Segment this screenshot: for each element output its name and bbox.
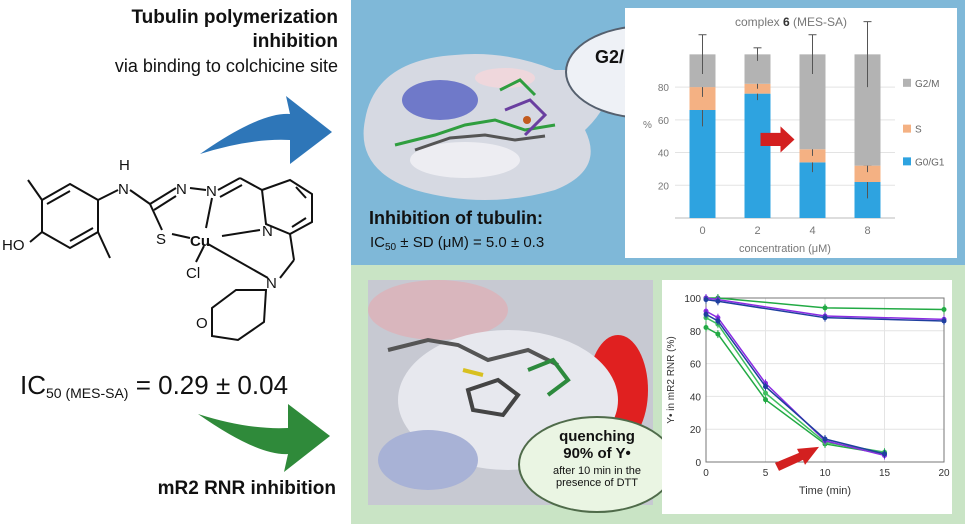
line-ytick-label: 80	[690, 327, 702, 338]
atom-o-morpholine: O	[196, 315, 208, 332]
bar-segment-s	[689, 87, 716, 110]
colchicine-subtitle: via binding to colchicine site	[114, 56, 338, 76]
bar-legend-label: S	[915, 125, 922, 136]
bar-category-label: 2	[754, 225, 760, 237]
line-plot-frame	[705, 297, 945, 463]
line-series	[705, 297, 945, 321]
molecule-structure: N H N N S Cu N HO Cl N O	[2, 157, 313, 342]
quenching-line2: 90% of Y•	[563, 445, 631, 462]
atom-s: S	[156, 231, 166, 248]
atom-nh-n: N	[118, 181, 129, 198]
tub-ic50-sub: 50	[385, 242, 397, 253]
tubulin-title-line2: inhibition	[252, 31, 338, 52]
tubulin-title-line1: Tubulin polymerization	[131, 7, 338, 28]
atom-n-pyridine: N	[262, 223, 273, 240]
line-ytick-label: 60	[690, 360, 702, 371]
line-ytick-label: 20	[690, 425, 702, 436]
rnr-inhibition-label: mR2 RNR inhibition	[157, 478, 336, 499]
bar-ylabel: %	[643, 120, 652, 131]
line-xtick-label: 10	[819, 468, 831, 479]
ic50-value: = 0.29 ± 0.04	[135, 370, 289, 400]
line-xtick-label: 5	[763, 468, 769, 479]
blue-arrow	[200, 96, 332, 164]
atom-n1: N	[176, 181, 187, 198]
line-series	[705, 298, 945, 322]
line-series	[705, 310, 885, 457]
ic50-mes-sa: IC50 (MES-SA) = 0.29 ± 0.04	[20, 370, 288, 401]
ic50-sub-50: 50	[46, 385, 62, 401]
cell-cycle-bar-svg: complex 6 (MES-SA)20406080%concentration…	[643, 15, 945, 255]
atom-n2: N	[206, 183, 217, 200]
red-arrow-bar	[760, 126, 795, 153]
bar-category-label: 8	[864, 225, 870, 237]
quenching-line1: quenching	[559, 428, 635, 445]
bar-category-label: 0	[699, 225, 705, 237]
bar-ytick-label: 20	[658, 181, 670, 192]
atom-cu: Cu	[190, 233, 210, 250]
line-xtick-label: 0	[703, 468, 709, 479]
bar-segment-s	[854, 165, 881, 182]
tub-ic50-rest: ± SD (μM) = 5.0 ± 0.3	[396, 234, 545, 251]
atom-ho: HO	[2, 237, 25, 254]
rnr-docking-image	[368, 280, 653, 505]
line-ytick-label: 0	[695, 458, 701, 469]
ic50-sub-cellline: (MES-SA)	[65, 385, 129, 401]
bar-legend-swatch	[903, 124, 911, 133]
bar-segment-g0g1	[689, 110, 716, 218]
line-xlabel: Time (min)	[799, 485, 851, 497]
line-xtick-label: 20	[938, 468, 950, 479]
bar-legend-swatch	[903, 157, 911, 166]
rnr-time-chart: 0 5 10 15 20 0 20 40 60 80 100 Y• in mR2 RNR (%) Tim…	[662, 280, 952, 514]
line-series	[706, 297, 945, 311]
green-arrow	[198, 404, 330, 472]
bar-segment-s	[744, 83, 771, 94]
tubulin-title: Tubulin polymerization inhibition	[0, 6, 338, 54]
bar-ytick-label: 40	[658, 149, 670, 160]
quenching-bubble: quenching 90% of Y• after 10 min in the …	[518, 416, 676, 513]
tubulin-docking-image	[363, 54, 609, 200]
atom-cl: Cl	[186, 265, 200, 282]
rnr-line-svg: 0 5 10 15 20 0 20 40 60 80 100 Y• in mR2 RNR (%) Tim…	[666, 294, 950, 497]
bar-category-label: 4	[809, 225, 815, 237]
bar-chart-title: complex 6 (MES-SA)	[735, 15, 847, 29]
line-ylabel: Y• in mR2 RNR (%)	[666, 336, 677, 423]
bar-ytick-label: 60	[658, 116, 670, 127]
line-series	[705, 313, 885, 455]
tubulin-ic50: IC50 ± SD (μM) = 5.0 ± 0.3	[370, 234, 544, 253]
atom-n-morpholine: N	[266, 275, 277, 292]
bar-segment-g0g1	[744, 93, 771, 218]
bar-xlabel: concentration (μM)	[739, 243, 831, 255]
tubulin-inhibition-title: Inhibition of tubulin:	[369, 208, 543, 228]
line-ytick-label: 100	[684, 294, 701, 305]
bar-legend-swatch	[903, 78, 911, 87]
line-xtick-label: 15	[879, 468, 891, 479]
bar-ytick-label: 80	[658, 83, 670, 94]
quenching-line3: after 10 min in the	[552, 465, 642, 477]
ic50-prefix: IC	[20, 370, 46, 400]
red-arrow-line	[775, 446, 819, 471]
quenching-line4: presence of DTT	[556, 477, 638, 489]
bar-legend-label: G0/G1	[915, 157, 945, 168]
tub-ic50-prefix: IC	[370, 234, 385, 251]
atom-nh-h: H	[119, 157, 130, 174]
line-ytick-label: 40	[690, 392, 702, 403]
bar-legend-label: G2/M	[915, 79, 939, 90]
